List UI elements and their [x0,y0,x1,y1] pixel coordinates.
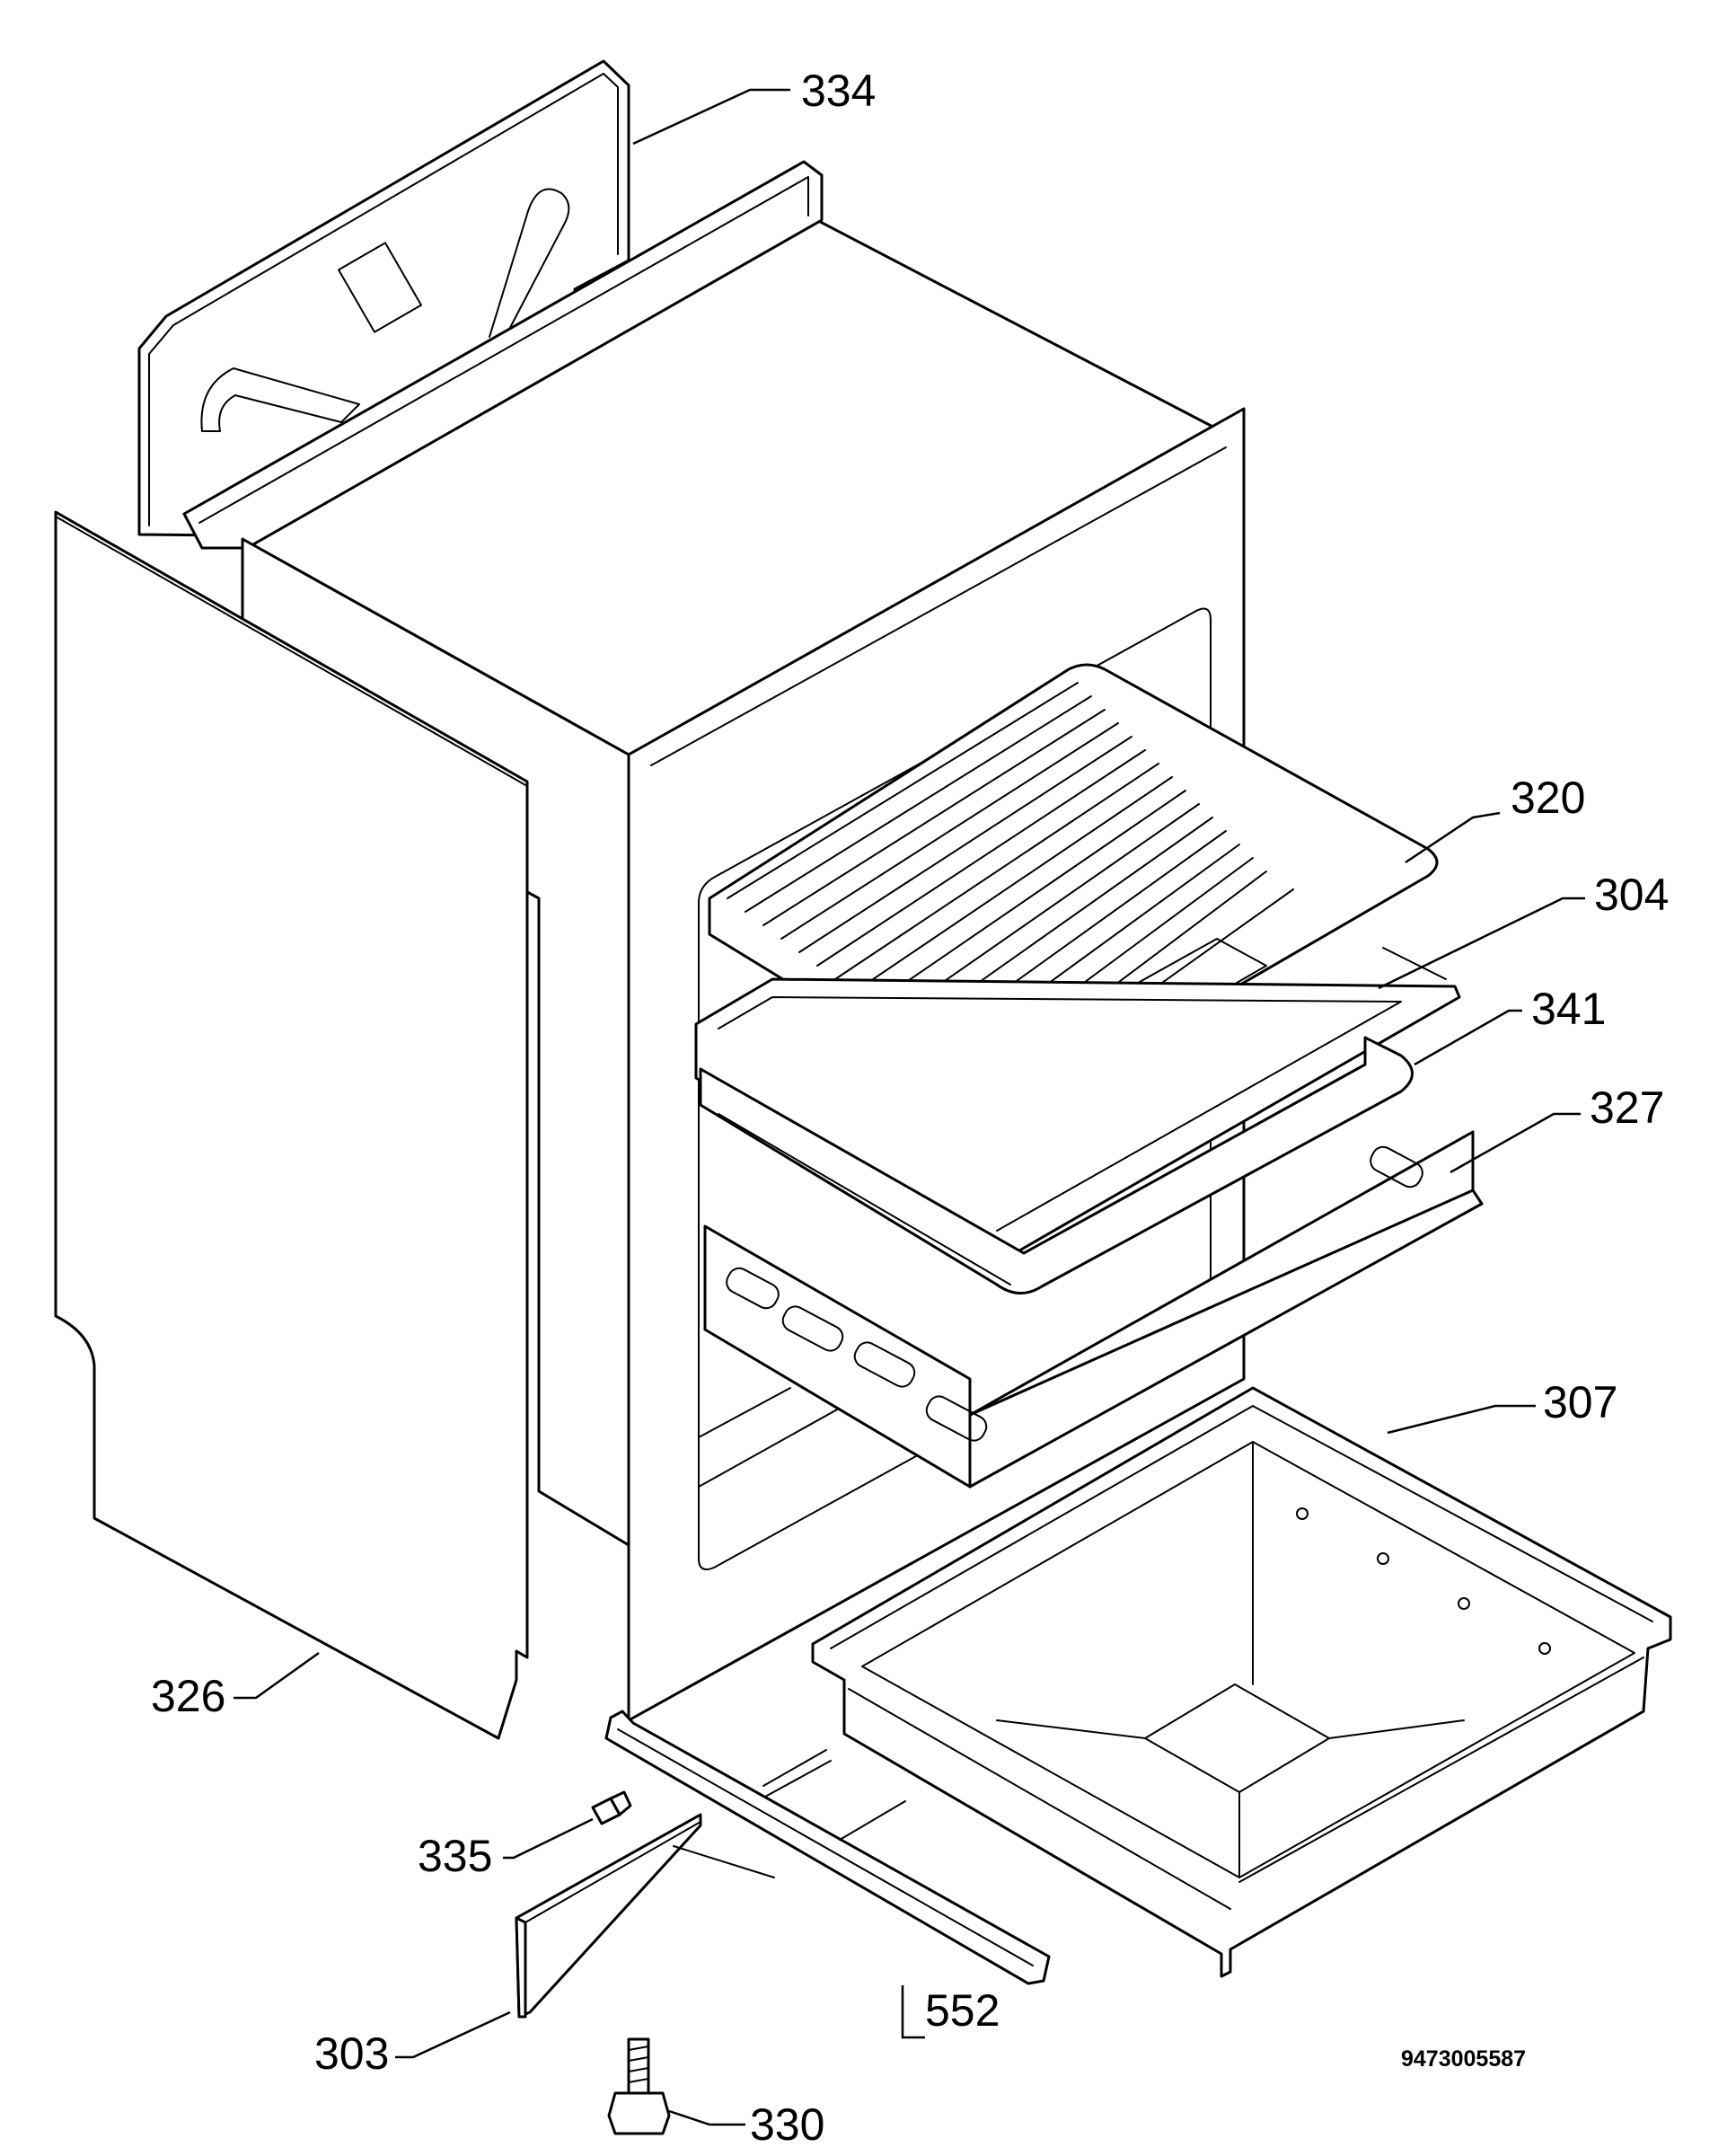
adjustable-foot [607,2037,671,2135]
bottom-tray [703,1130,1484,1489]
callout-341: 341 [1531,984,1606,1034]
storage-drawer [811,1386,1672,1978]
document-number: 9473005587 [1401,2046,1526,2072]
callout-552: 552 [925,1985,1000,2036]
leader-lines [234,88,1585,2126]
callout-335: 335 [418,1831,492,1881]
callout-304: 304 [1594,870,1669,920]
callout-326: 326 [151,1671,225,1721]
drawer-rail [604,1710,1051,1985]
callout-327: 327 [1590,1082,1664,1133]
callout-303: 303 [314,2028,389,2079]
callout-320: 320 [1511,773,1585,823]
screw [591,1790,632,1825]
callout-307: 307 [1543,1377,1617,1427]
callout-330: 330 [750,2099,824,2150]
grill-pan [699,1036,1414,1294]
callout-334: 334 [801,66,876,116]
side-panel [54,510,529,1740]
plinth-cover [515,1813,775,2019]
